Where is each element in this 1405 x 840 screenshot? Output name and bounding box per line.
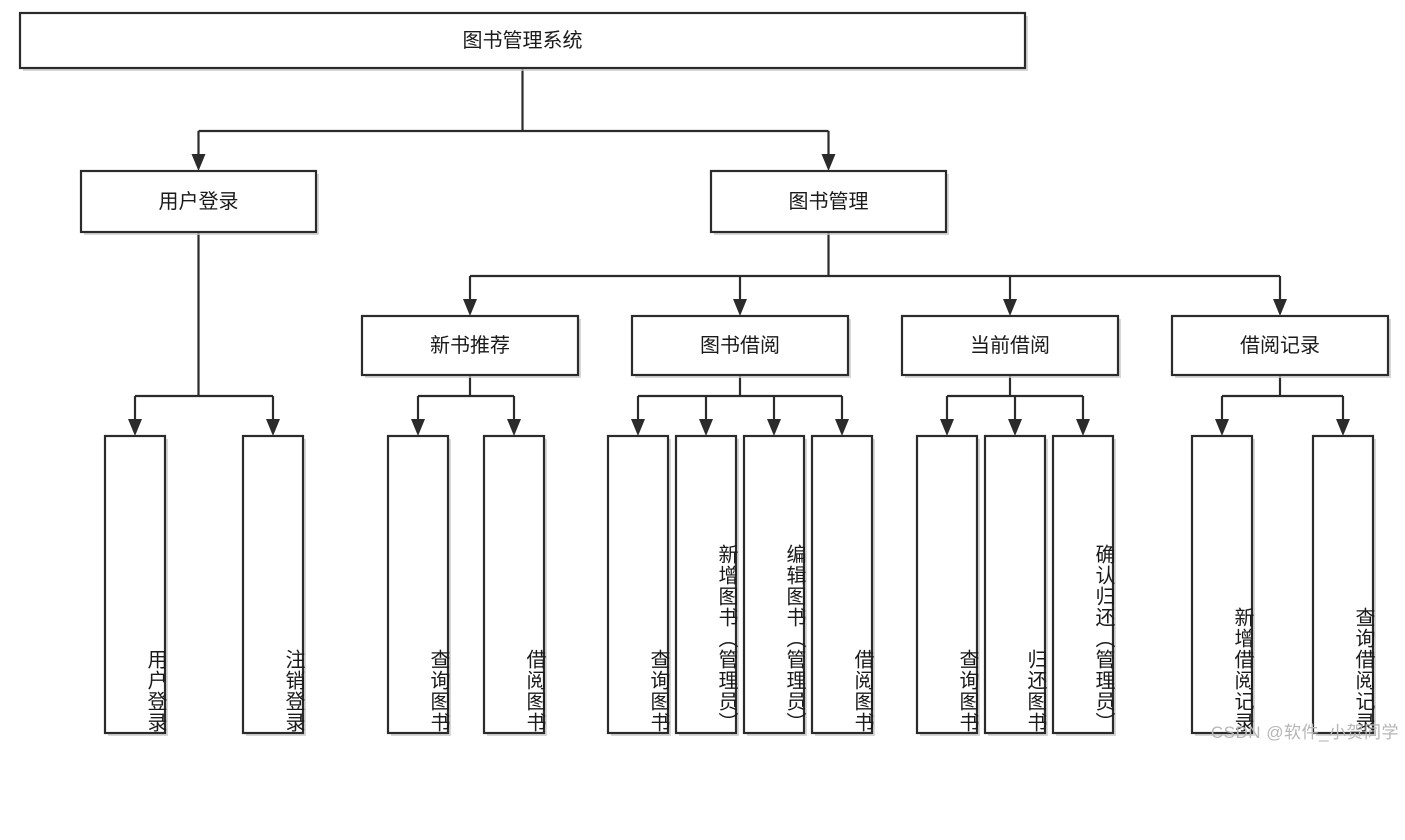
arrow-leaf-borrow-book [835,419,849,436]
arrow-borrow-record [1273,299,1287,316]
node-box-leaf-return-book[interactable] [983,434,1048,736]
node-label-leaf-query-book-borrow: 查询图书 [647,649,669,733]
node-box-leaf-logout[interactable] [241,434,306,736]
node-label-leaf-user-login: 用户登录 [144,649,166,733]
arrow-leaf-confirm-return [1076,419,1090,436]
node-box-book-borrow[interactable] [630,314,851,378]
node-box-leaf-add-record[interactable] [1190,434,1255,736]
node-box-leaf-query-book-borrow[interactable] [606,434,671,736]
node-label-leaf-query-record: 查询借阅记录 [1352,607,1374,733]
arrow-book-borrow [733,299,747,316]
node-box-leaf-confirm-return[interactable] [1051,434,1116,736]
node-box-book-manage[interactable] [709,169,949,235]
node-box-leaf-borrow-book-rec[interactable] [482,434,547,736]
arrow-book-manage [821,154,836,171]
node-box-leaf-query-record[interactable] [1311,434,1376,736]
node-label-user-login: 用户登录 [159,190,239,213]
arrow-leaf-edit-book [767,419,781,436]
node-label-leaf-borrow-book: 借阅图书 [851,649,873,733]
node-box-leaf-add-book[interactable] [674,434,739,736]
connector-layer [128,68,1350,436]
node-label-borrow-record: 借阅记录 [1240,334,1320,357]
diagram-canvas: 图书管理系统用户登录图书管理新书推荐图书借阅当前借阅借阅记录 用户登录注销登录查… [18,11,1399,742]
node-label-leaf-return-book: 归还图书 [1024,649,1046,733]
node-label-book-borrow: 图书借阅 [700,334,780,357]
arrow-leaf-query-record [1336,419,1350,436]
watermark: CSDN @软件_小贺同学 [1210,723,1399,742]
arrow-leaf-add-book [699,419,713,436]
node-label-leaf-query-book-rec: 查询图书 [427,649,449,733]
arrow-leaf-borrow-book-rec [507,419,521,436]
node-label-leaf-add-record: 新增借阅记录 [1231,607,1253,733]
arrow-leaf-return-book [1008,419,1022,436]
node-label-leaf-edit-book: 编辑图书（管理员） [783,544,805,733]
arrow-leaf-user-login [128,419,142,436]
node-box-leaf-borrow-book[interactable] [810,434,875,736]
node-label-current-borrow: 当前借阅 [970,334,1050,357]
node-label-new-book-recommend: 新书推荐 [430,334,510,357]
node-box-borrow-record[interactable] [1170,314,1391,378]
node-box-leaf-query-book-cur[interactable] [915,434,980,736]
node-box-current-borrow[interactable] [900,314,1121,378]
node-box-leaf-query-book-rec[interactable] [386,434,451,736]
arrow-new-book-recommend [463,299,477,316]
arrow-leaf-add-record [1215,419,1229,436]
arrow-leaf-query-book-rec [411,419,425,436]
node-box-new-book-recommend[interactable] [360,314,581,378]
node-label-leaf-logout: 注销登录 [282,649,304,733]
node-box-root[interactable] [18,11,1028,71]
node-label-book-manage: 图书管理 [789,190,869,213]
arrow-leaf-query-book-borrow [631,419,645,436]
node-label-root: 图书管理系统 [463,29,583,52]
arrow-current-borrow [1003,299,1017,316]
arrow-leaf-logout [266,419,280,436]
node-box-leaf-edit-book[interactable] [742,434,807,736]
node-label-leaf-query-book-cur: 查询图书 [956,649,978,733]
box-layer [18,11,1391,736]
node-box-user-login[interactable] [79,169,319,235]
arrow-user-login [191,154,206,171]
node-label-leaf-borrow-book-rec: 借阅图书 [523,649,545,733]
node-label-leaf-add-book: 新增图书（管理员） [715,544,737,733]
node-label-leaf-confirm-return: 确认归还（管理员） [1092,544,1114,733]
node-box-leaf-user-login[interactable] [103,434,168,736]
arrow-leaf-query-book-cur [940,419,954,436]
